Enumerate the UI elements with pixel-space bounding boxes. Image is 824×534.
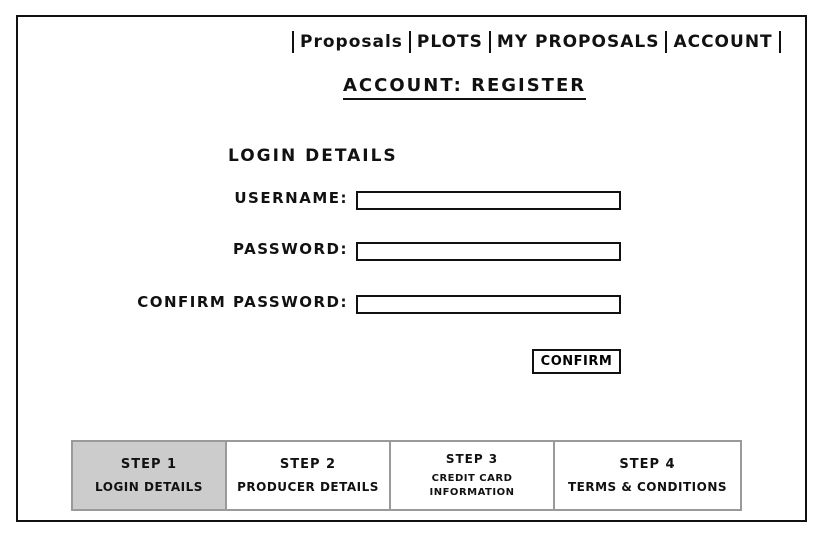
nav-item-account[interactable]: ACCOUNT (673, 32, 773, 52)
confirm-button[interactable]: CONFIRM (532, 349, 621, 374)
step-number: STEP 3 (445, 452, 499, 467)
nav-divider (488, 31, 491, 53)
nav-item-plots[interactable]: PLOTS (416, 32, 483, 52)
nav-divider (408, 31, 411, 53)
step-number: STEP 1 (120, 456, 178, 472)
nav-divider (292, 31, 294, 53)
confirm-password-input[interactable] (356, 295, 621, 314)
step-number: STEP 2 (279, 456, 337, 472)
registration-steps: STEP 1 LOGIN DETAILS STEP 2 PRODUCER DET… (71, 440, 742, 511)
step-1-tab[interactable]: STEP 1 LOGIN DETAILS (73, 442, 227, 509)
password-label: PASSWORD: (233, 240, 348, 258)
step-number: STEP 4 (619, 456, 676, 472)
step-title: LOGIN DETAILS (95, 480, 203, 495)
username-label: USERNAME: (234, 189, 348, 207)
step-4-tab[interactable]: STEP 4 TERMS & CONDITIONS (555, 442, 740, 509)
confirm-password-label: CONFIRM PASSWORD: (137, 293, 348, 311)
step-3-tab[interactable]: STEP 3 CREDIT CARD INFORMATION (391, 442, 555, 509)
step-title: TERMS & CONDITIONS (567, 480, 728, 495)
password-input[interactable] (356, 242, 621, 261)
nav-divider (665, 31, 668, 53)
nav-item-my-proposals[interactable]: MY PROPOSALS (496, 32, 660, 52)
nav-item-proposals[interactable]: Proposals (300, 32, 403, 52)
step-2-tab[interactable]: STEP 2 PRODUCER DETAILS (227, 442, 391, 509)
top-navigation: Proposals PLOTS MY PROPOSALS ACCOUNT (286, 31, 787, 53)
step-title: CREDIT CARD INFORMATION (429, 472, 515, 498)
username-input[interactable] (356, 191, 621, 210)
nav-divider (778, 31, 781, 53)
step-title: PRODUCER DETAILS (237, 480, 379, 495)
login-details-heading: LOGIN DETAILS (228, 146, 398, 166)
page-title: ACCOUNT: REGISTER (343, 75, 587, 100)
